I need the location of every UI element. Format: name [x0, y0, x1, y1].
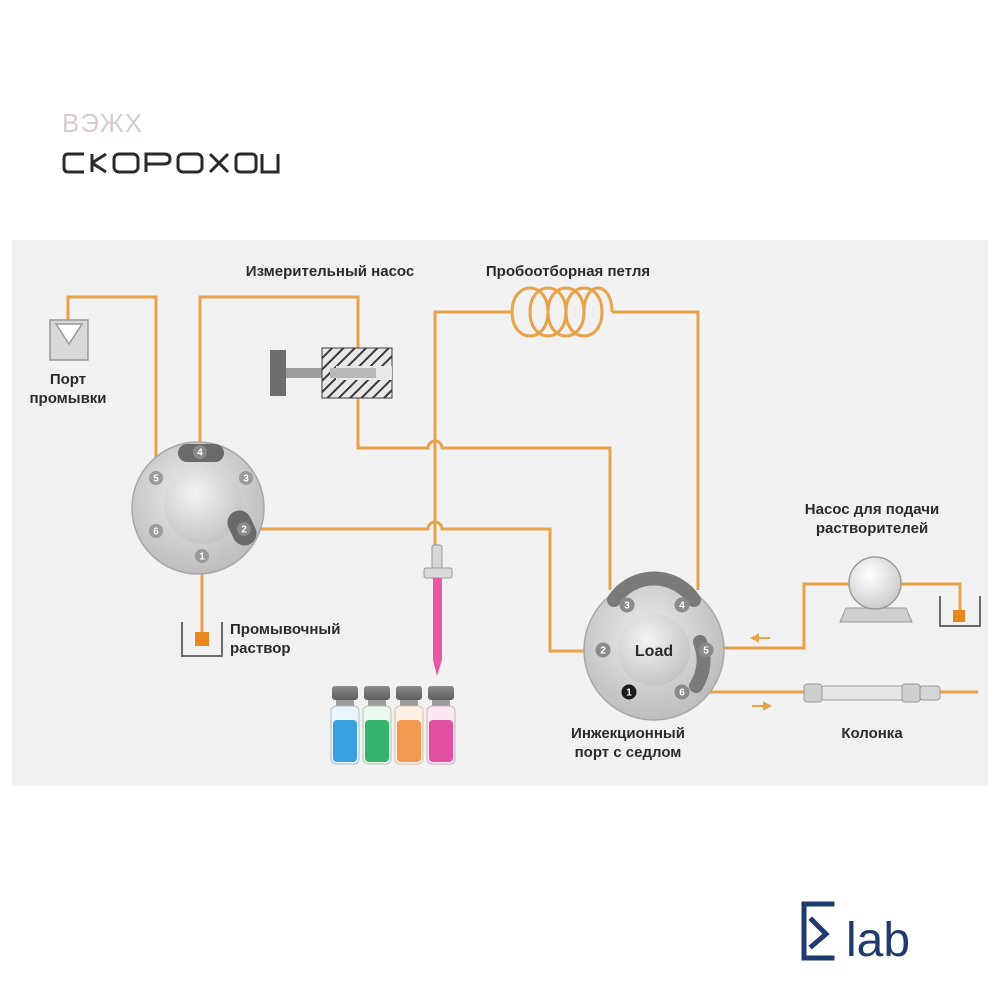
solvent-pump-label-line2: растворителей — [816, 520, 928, 537]
tube-solvent-pump — [712, 582, 852, 650]
elab-logo-text: lab — [846, 914, 910, 966]
elab-logo: lab — [796, 896, 956, 971]
right-port-3-label: 3 — [624, 601, 630, 612]
arrow-left — [749, 633, 770, 643]
solvent-pump-label-line1: Насос для подачи — [805, 501, 939, 518]
injection-port-label-line2: порт с седлом — [575, 744, 682, 761]
tube-wash-port-to-valve — [66, 295, 158, 478]
right-valve — [583, 571, 725, 721]
left-valve-ports: 1 2 3 4 5 6 — [149, 445, 253, 563]
left-port-5-label: 5 — [153, 474, 159, 485]
tube-pump-to-reservoir — [898, 582, 962, 610]
tube-loop-left — [433, 310, 512, 545]
right-port-2 — [595, 642, 611, 658]
left-port-2-label: 2 — [241, 525, 247, 536]
tube-valve-to-injection — [252, 520, 600, 653]
metering-pump — [270, 347, 393, 399]
right-port-5-label: 5 — [703, 646, 709, 657]
wash-port-label-line1: Порт — [50, 371, 86, 388]
right-port-2-label: 2 — [600, 646, 606, 657]
right-port-6 — [674, 684, 690, 700]
sample-loop-label: Пробоотборная петля — [486, 263, 650, 280]
right-valve-ports: 1 2 3 4 5 6 — [595, 597, 714, 700]
arrow-right — [752, 701, 773, 711]
vial-blue — [330, 686, 360, 765]
right-port-3 — [619, 597, 635, 613]
vial-pink — [426, 686, 456, 765]
wash-solution-label-line2: раствор — [230, 640, 291, 657]
left-port-2 — [237, 522, 251, 536]
left-port-6-label: 6 — [153, 527, 159, 538]
solvent-pump — [839, 556, 913, 623]
wash-solution-container — [181, 622, 223, 657]
top-label: ВЭЖХ — [62, 108, 144, 138]
wash-port — [49, 319, 89, 361]
elab-wordmark: lab — [801, 901, 910, 967]
left-port-1-label: 1 — [199, 552, 205, 563]
left-valve — [131, 441, 265, 575]
left-port-5 — [149, 471, 163, 485]
metering-pump-label: Измерительный насос — [246, 263, 414, 280]
left-port-4 — [193, 445, 207, 459]
tube-valve-to-metering-pump — [198, 295, 360, 452]
right-port-1-label: 1 — [626, 688, 632, 699]
load-label: Load — [635, 643, 673, 660]
brand-logo — [62, 150, 282, 181]
column-label: Колонка — [841, 725, 903, 742]
left-port-3-label: 3 — [243, 474, 249, 485]
sample-vials — [330, 686, 456, 765]
right-port-5 — [698, 642, 714, 658]
hplc-autosampler-diagram: 1 2 3 4 5 6 1 2 3 4 5 6 Load — [29, 263, 981, 765]
vial-orange — [394, 686, 424, 765]
left-port-4-label: 4 — [197, 448, 203, 459]
left-port-1 — [195, 549, 209, 563]
needle — [423, 544, 453, 676]
sample-loop-coil — [510, 286, 614, 338]
left-port-6 — [149, 524, 163, 538]
brand-wordmark — [62, 152, 280, 174]
right-port-1 — [621, 684, 637, 700]
wash-port-label-line2: промывки — [29, 390, 106, 407]
column — [803, 683, 941, 703]
wash-solution-label-line1: Промывочный — [230, 621, 340, 638]
right-port-4-label: 4 — [679, 601, 685, 612]
right-port-4 — [674, 597, 690, 613]
vial-green — [362, 686, 392, 765]
solvent-reservoir — [939, 596, 981, 627]
right-port-6-label: 6 — [679, 688, 685, 699]
left-port-3 — [239, 471, 253, 485]
tube-loop-right — [612, 310, 700, 590]
tubing-lines — [66, 286, 978, 694]
flow-arrows — [749, 633, 773, 711]
tube-metering-pump-to-port3 — [356, 398, 612, 590]
component-labels: Измерительный насос Пробоотборная петля … — [29, 263, 939, 761]
diagram-panel: 1 2 3 4 5 6 1 2 3 4 5 6 Load — [12, 240, 988, 786]
injection-port-label-line1: Инжекционный — [571, 725, 685, 742]
